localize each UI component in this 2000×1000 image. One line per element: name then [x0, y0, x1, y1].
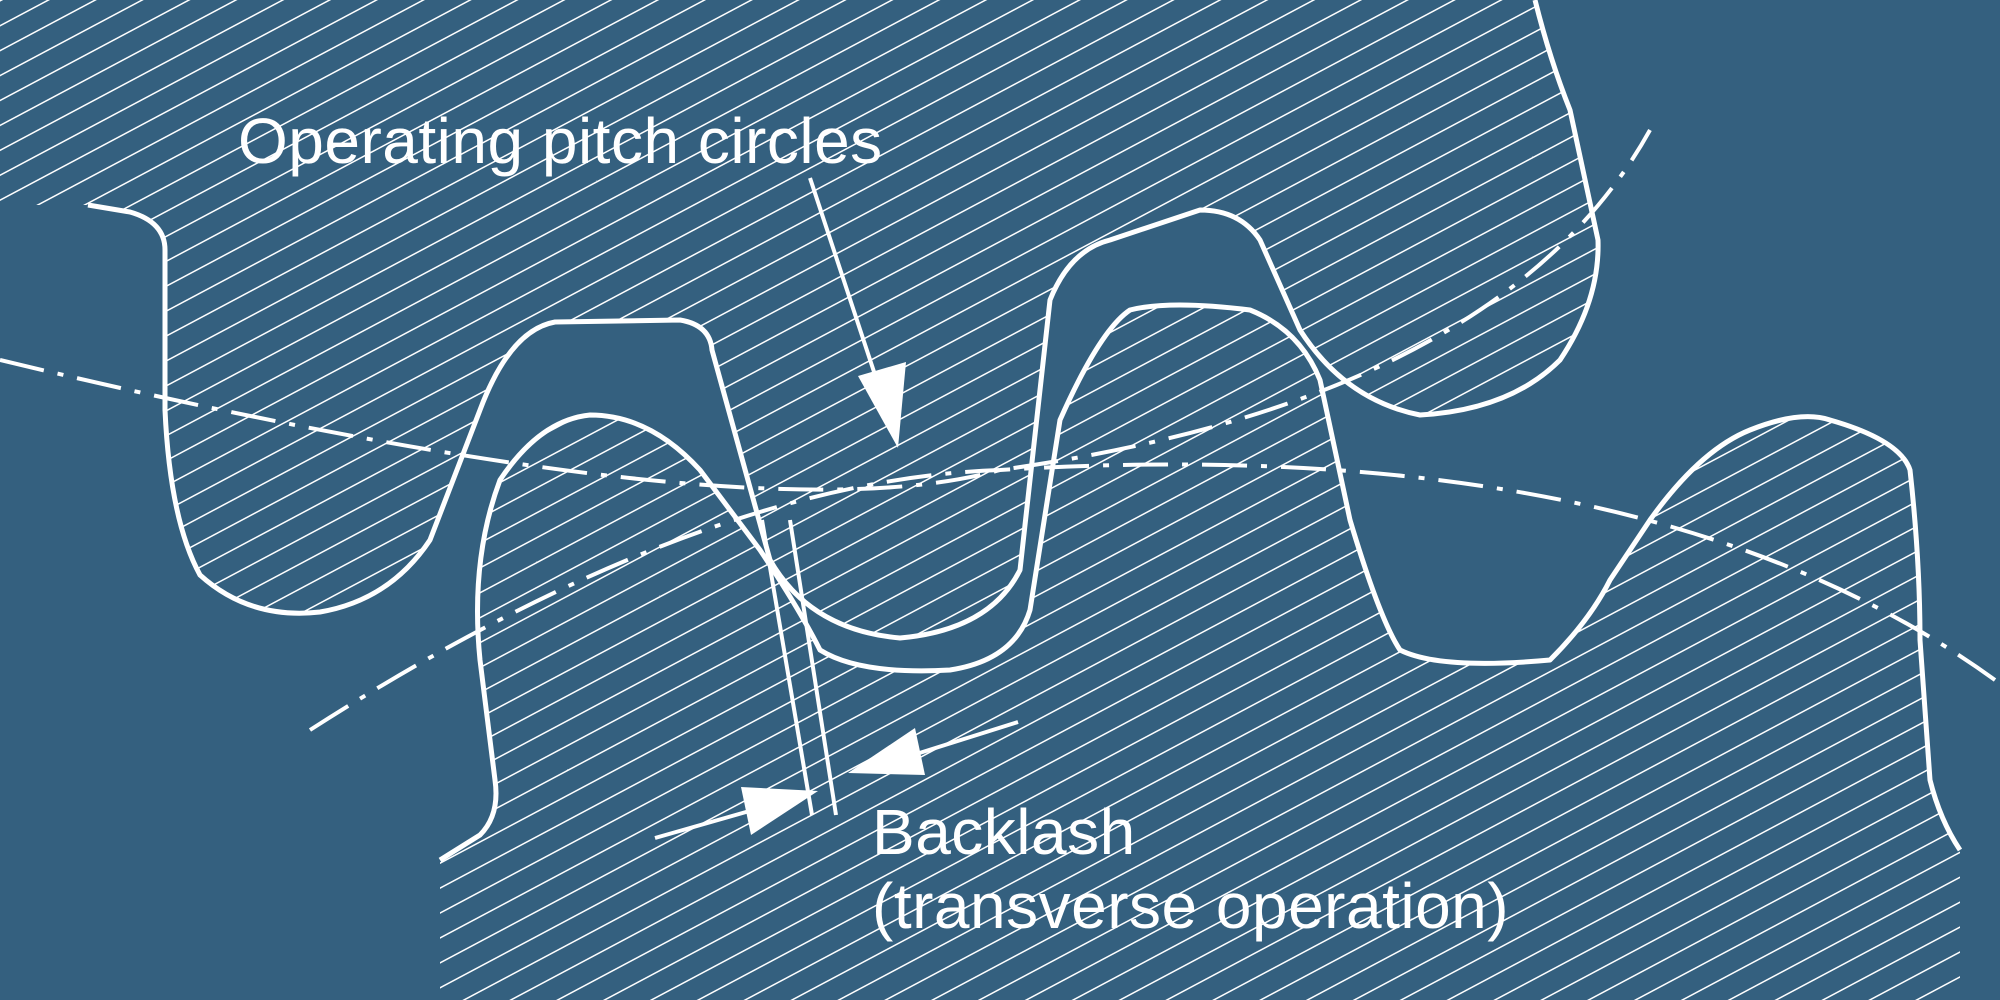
pitch-pointer-arrow [808, 177, 906, 448]
backlash-label-line1: Backlash [872, 796, 1136, 868]
pitch-circle-upper [0, 129, 1652, 492]
backlash-label-line2: (transverse operation) [872, 870, 1510, 943]
lower-gear-outline [438, 302, 1963, 863]
upper-gear-outline [87, 0, 1601, 641]
pitch-circles-label: Operating pitch circles [238, 105, 883, 177]
backlash-gap-lines [760, 519, 838, 816]
backlash-arrow-left [654, 787, 818, 840]
lower-gear-body [440, 305, 1960, 1000]
backlash-arrow-right [848, 720, 1019, 775]
upper-gear-body [0, 0, 1599, 638]
pitch-circle-lower [308, 462, 1997, 732]
upper-gear [0, 0, 1601, 641]
backlash-label: Backlash (transverse operation) [872, 795, 1509, 943]
lower-gear [438, 302, 1963, 1000]
